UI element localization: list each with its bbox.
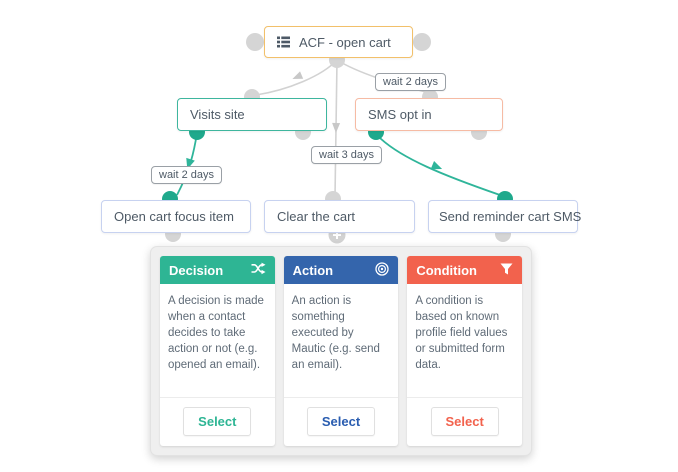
action-description: An action is something executed by Mauti… — [291, 295, 380, 372]
wait-label-open-cart-branch: wait 2 days — [151, 166, 223, 184]
node-send-reminder-cart-sms[interactable]: Send reminder cart SMS — [428, 200, 582, 233]
node-label: Visits site — [190, 107, 245, 122]
card-title: Decision — [169, 262, 224, 278]
bullseye-icon — [375, 261, 389, 279]
arrowhead — [292, 71, 304, 79]
anchor-source-left[interactable] — [246, 33, 264, 51]
card-title: Condition — [416, 262, 477, 278]
filter-icon — [500, 263, 513, 278]
node-label: Send reminder cart SMS — [439, 209, 582, 224]
node-clear-the-cart[interactable]: Clear the cart — [264, 200, 415, 233]
node-label: Open cart focus item — [114, 209, 234, 224]
list-icon — [277, 36, 290, 48]
node-visits-site[interactable]: Visits site — [177, 98, 327, 131]
wait-label-clear-branch: wait 3 days — [311, 146, 383, 164]
wait-label-sms-branch: wait 2 days — [375, 73, 447, 91]
condition-card-footer: Select — [407, 397, 523, 446]
connector-sms-to-reminder — [375, 133, 501, 196]
decision-card: Decision A decision is made when a — [160, 256, 275, 446]
action-select-button[interactable]: Select — [306, 407, 376, 436]
node-label: ACF - open cart — [299, 34, 391, 50]
action-card-footer: Select — [283, 397, 399, 446]
condition-description: A condition is based on known profile fi… — [415, 295, 508, 372]
node-acf-open-cart[interactable]: ACF - open cart — [264, 26, 413, 58]
decision-select-button[interactable]: Select — [183, 407, 252, 436]
arrowhead — [332, 122, 341, 133]
decision-card-header: Decision — [160, 256, 275, 284]
card-title: Action — [292, 262, 334, 278]
decision-description: A decision is made when a contact decide… — [168, 295, 264, 372]
anchor-source-right[interactable] — [413, 33, 431, 51]
condition-card: Condition A condition is based on known … — [407, 256, 523, 446]
node-label: Clear the cart — [277, 209, 356, 224]
arrowhead — [430, 160, 443, 170]
shuffle-icon — [251, 262, 266, 278]
node-sms-opt-in[interactable]: SMS opt in — [355, 98, 503, 131]
event-type-modal: Decision A decision is made when a — [150, 246, 532, 456]
action-card-header: Action — [283, 256, 399, 284]
action-card: Action An action is something executed b… — [283, 256, 399, 446]
decision-card-footer: Select — [160, 397, 275, 446]
condition-card-header: Condition — [407, 256, 523, 284]
node-label: SMS opt in — [368, 107, 432, 122]
node-open-cart-focus-item[interactable]: Open cart focus item — [101, 200, 251, 233]
condition-select-button[interactable]: Select — [430, 407, 499, 436]
